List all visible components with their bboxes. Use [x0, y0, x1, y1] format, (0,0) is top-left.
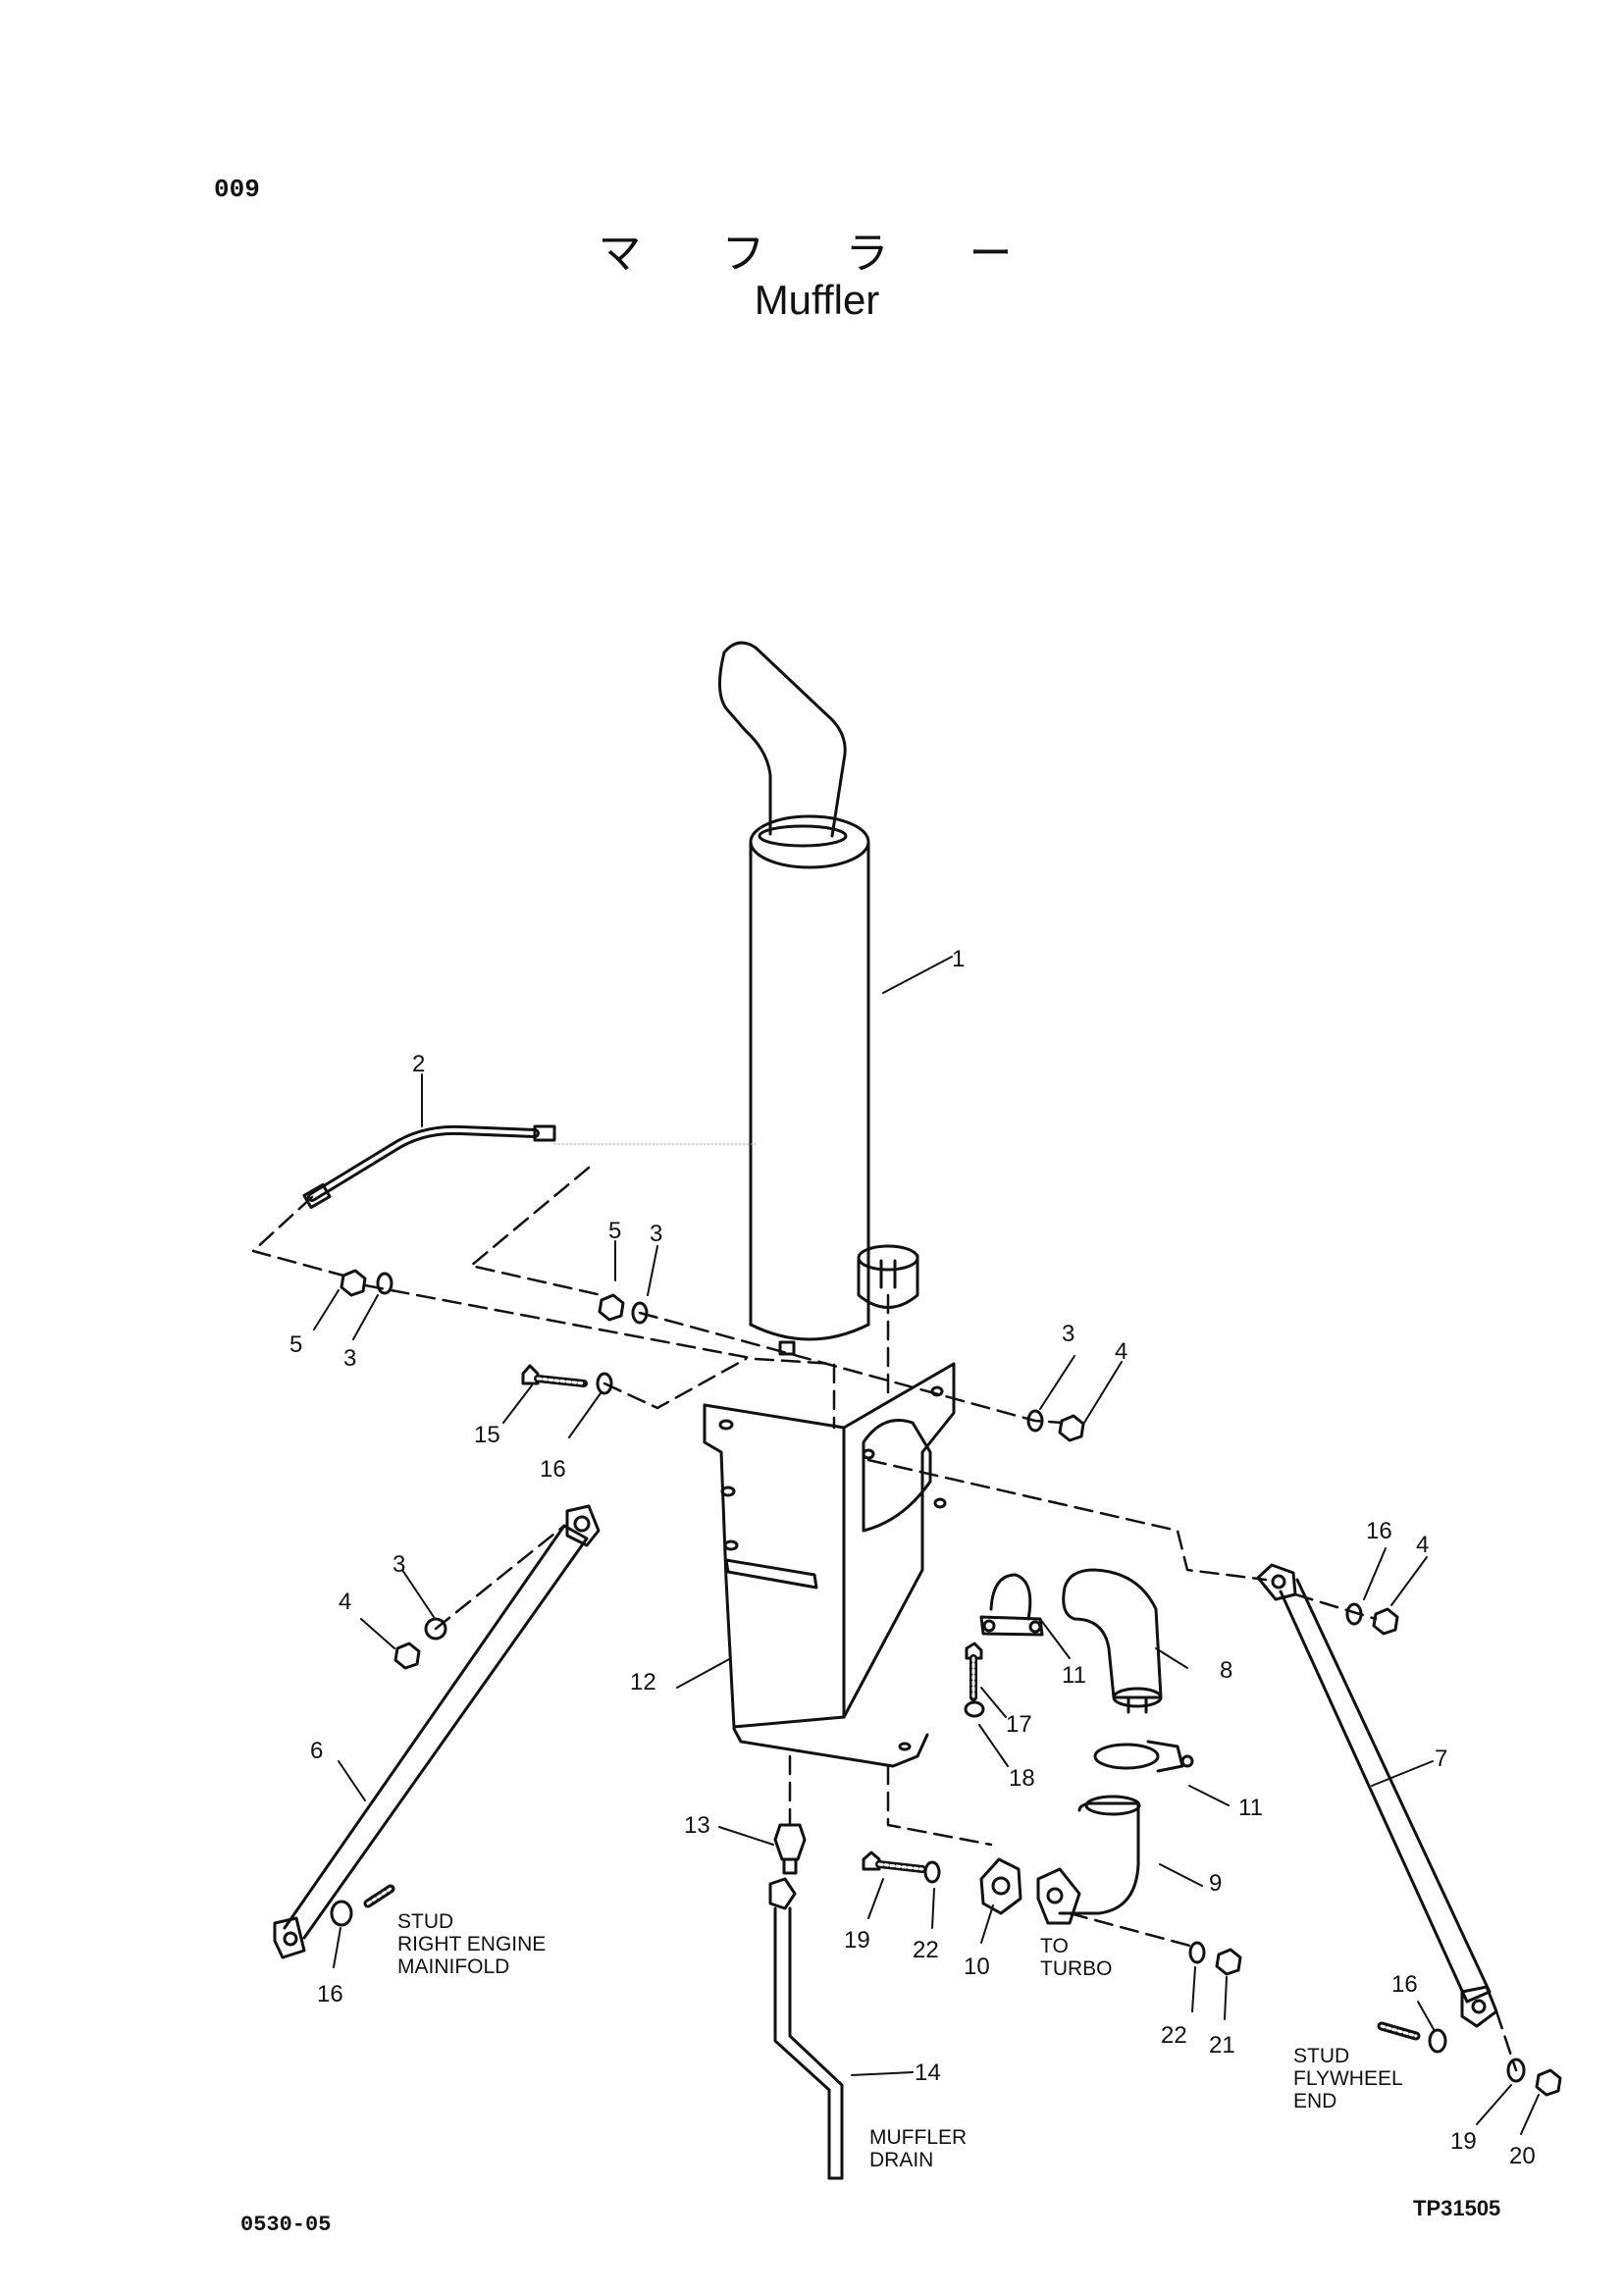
callout-22: 22	[913, 1937, 939, 1963]
callout-20: 20	[1509, 2143, 1536, 2169]
part-11-clamp-lower	[1093, 1740, 1194, 1773]
label-stud-right-2: RIGHT ENGINE	[397, 1933, 546, 1955]
callout-6: 6	[310, 1738, 323, 1764]
callout-3: 3	[343, 1345, 356, 1372]
callout-16: 16	[1391, 1971, 1418, 1998]
callout-17: 17	[1006, 1711, 1032, 1738]
leader-lines	[313, 956, 1540, 2135]
callout-3: 3	[1062, 1321, 1074, 1347]
part-8-elbow	[1062, 1568, 1163, 1714]
part-10-flange	[979, 1857, 1022, 1915]
callout-16: 16	[317, 1981, 343, 2007]
muffler-body	[718, 641, 919, 1356]
callout-8: 8	[1220, 1657, 1232, 1684]
callout-5: 5	[608, 1218, 621, 1244]
part-6-stay	[273, 1504, 601, 1959]
part-14-drain-tube	[768, 1877, 844, 2180]
callout-11: 11	[1238, 1795, 1263, 1821]
callout-9: 9	[1209, 1870, 1222, 1897]
annotation-labels: STUD RIGHT ENGINE MAINIFOLD TO TURBO STU…	[397, 1910, 1403, 2171]
callout-5: 5	[289, 1331, 302, 1358]
callout-13: 13	[684, 1812, 710, 1839]
callout-7: 7	[1435, 1746, 1447, 1772]
callout-16: 16	[540, 1456, 566, 1483]
callout-11: 11	[1062, 1662, 1086, 1689]
footer-code-right: TP31505	[1413, 2196, 1501, 2220]
callout-1: 1	[952, 946, 965, 972]
label-to-turbo-2: TURBO	[1040, 1957, 1113, 1980]
part-12-bracket	[703, 1362, 956, 1768]
callout-3: 3	[650, 1221, 662, 1247]
label-stud-flywheel-2: FLYWHEEL	[1293, 2067, 1403, 2090]
label-to-turbo-1: TO	[1040, 1935, 1069, 1957]
label-muffler-drain-1: MUFFLER	[869, 2126, 967, 2149]
callout-10: 10	[964, 1954, 990, 1980]
callout-4: 4	[1115, 1338, 1127, 1365]
callout-16: 16	[1366, 1518, 1392, 1544]
part-7-stay	[1256, 1563, 1498, 2028]
callout-4: 4	[339, 1589, 351, 1615]
callout-18: 18	[1009, 1765, 1035, 1792]
callout-22: 22	[1161, 2022, 1187, 2049]
label-stud-flywheel-1: STUD	[1293, 2045, 1349, 2067]
part-9-pipe	[1036, 1795, 1141, 1925]
page-title: Muffler	[754, 277, 880, 323]
label-stud-right-3: MAINIFOLD	[397, 1955, 509, 1978]
label-stud-right-1: STUD	[397, 1910, 453, 1933]
assembly-lines	[251, 1166, 1518, 2072]
part-13-fitting	[773, 1823, 807, 1875]
callout-15: 15	[474, 1422, 500, 1448]
part-2-rod	[302, 1124, 556, 1210]
callout-numbers: 1 2 3 3 3 3 4 4 4 5 5 6 7 8 9 10 11 11 1…	[289, 946, 1536, 2169]
callout-14: 14	[915, 2059, 941, 2086]
callout-2: 2	[412, 1051, 425, 1077]
page-number: 009	[214, 175, 260, 204]
page-title-japanese: マ フ ラ ー	[598, 229, 1046, 279]
label-muffler-drain-2: DRAIN	[869, 2149, 933, 2171]
callout-19: 19	[1450, 2128, 1477, 2155]
callout-19: 19	[844, 1927, 870, 1954]
label-stud-flywheel-3: END	[1293, 2090, 1336, 2112]
callout-21: 21	[1209, 2032, 1235, 2059]
callout-4: 4	[1416, 1532, 1429, 1558]
callout-12: 12	[630, 1669, 656, 1695]
callout-3: 3	[393, 1551, 405, 1578]
hardware	[330, 1269, 1562, 2097]
part-11-clamp-upper	[979, 1573, 1044, 1637]
footer-code-left: 0530-05	[240, 2213, 332, 2237]
